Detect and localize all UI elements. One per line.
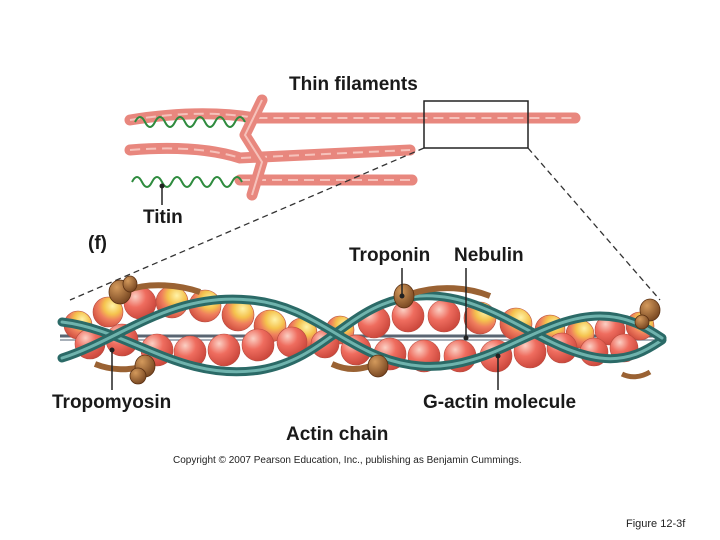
zoom-box <box>423 100 529 149</box>
titin-springs <box>131 116 246 188</box>
actin-chain-label: Actin chain <box>286 424 389 445</box>
actin-filament-detail <box>57 275 667 385</box>
tropomyosin-label: Tropomyosin <box>52 392 172 413</box>
zoom-line-right <box>527 147 661 301</box>
g-actin-label: G-actin molecule <box>423 392 577 413</box>
leader-lines <box>111 268 499 390</box>
thin-filaments-illustration <box>124 94 581 201</box>
copyright-text: Copyright © 2007 Pearson Education, Inc.… <box>173 455 522 466</box>
panel-label: (f) <box>88 233 107 254</box>
figure-number: Figure 12-3f <box>626 518 686 530</box>
nebulin-label: Nebulin <box>454 245 524 266</box>
thin-filaments-label: Thin filaments <box>289 74 418 95</box>
zoom-line-left <box>69 147 425 301</box>
titin-label: Titin <box>143 207 183 228</box>
troponin-label: Troponin <box>349 245 431 266</box>
